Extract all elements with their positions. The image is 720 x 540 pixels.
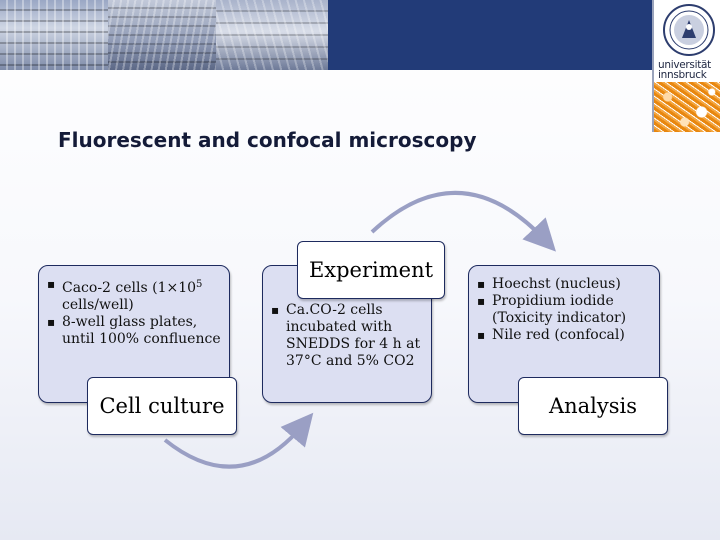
square-bullet-icon: ▪ (477, 277, 486, 291)
square-bullet-icon: ▪ (47, 277, 56, 291)
analysis-label: Analysis (518, 377, 668, 435)
bullet-hoechst: ▪ Hoechst (nucleus) (477, 276, 621, 292)
experiment-label: Experiment (297, 241, 445, 299)
university-seal-icon (663, 4, 715, 56)
bullet-propidium-iodide: ▪ Propidium iodide (Toxicity indicator) (477, 293, 627, 326)
header-photo-library (108, 0, 216, 70)
bullet-nile-red: ▪ Nile red (confocal) (477, 327, 625, 343)
square-bullet-icon: ▪ (271, 303, 280, 317)
slide-title: Fluorescent and confocal microscopy (58, 128, 477, 152)
square-bullet-icon: ▪ (477, 294, 486, 308)
square-bullet-icon: ▪ (47, 315, 56, 329)
header-photo-facade (216, 0, 328, 70)
bullet-caco2-incubation: ▪ Ca.CO-2 cells incubated with SNEDDS fo… (271, 302, 421, 369)
university-logo: universität innsbruck (652, 0, 720, 132)
arrow-experiment-to-analysis (370, 190, 556, 252)
square-bullet-icon: ▪ (477, 328, 486, 342)
cell-culture-label: Cell culture (87, 377, 237, 435)
logo-orange-pattern (654, 82, 720, 132)
bullet-caco2-cells: ▪ Caco-2 cells (1×105 cells/well) (47, 277, 203, 313)
logo-word-innsbruck: innsbruck (658, 69, 707, 81)
bullet-glass-plates: ▪ 8-well glass plates, until 100% conflu… (47, 314, 221, 347)
header-band (0, 0, 720, 70)
header-photo-building (0, 0, 108, 70)
arrow-culture-to-experiment (163, 412, 314, 469)
logo-word-universitaet: universität (658, 59, 711, 71)
